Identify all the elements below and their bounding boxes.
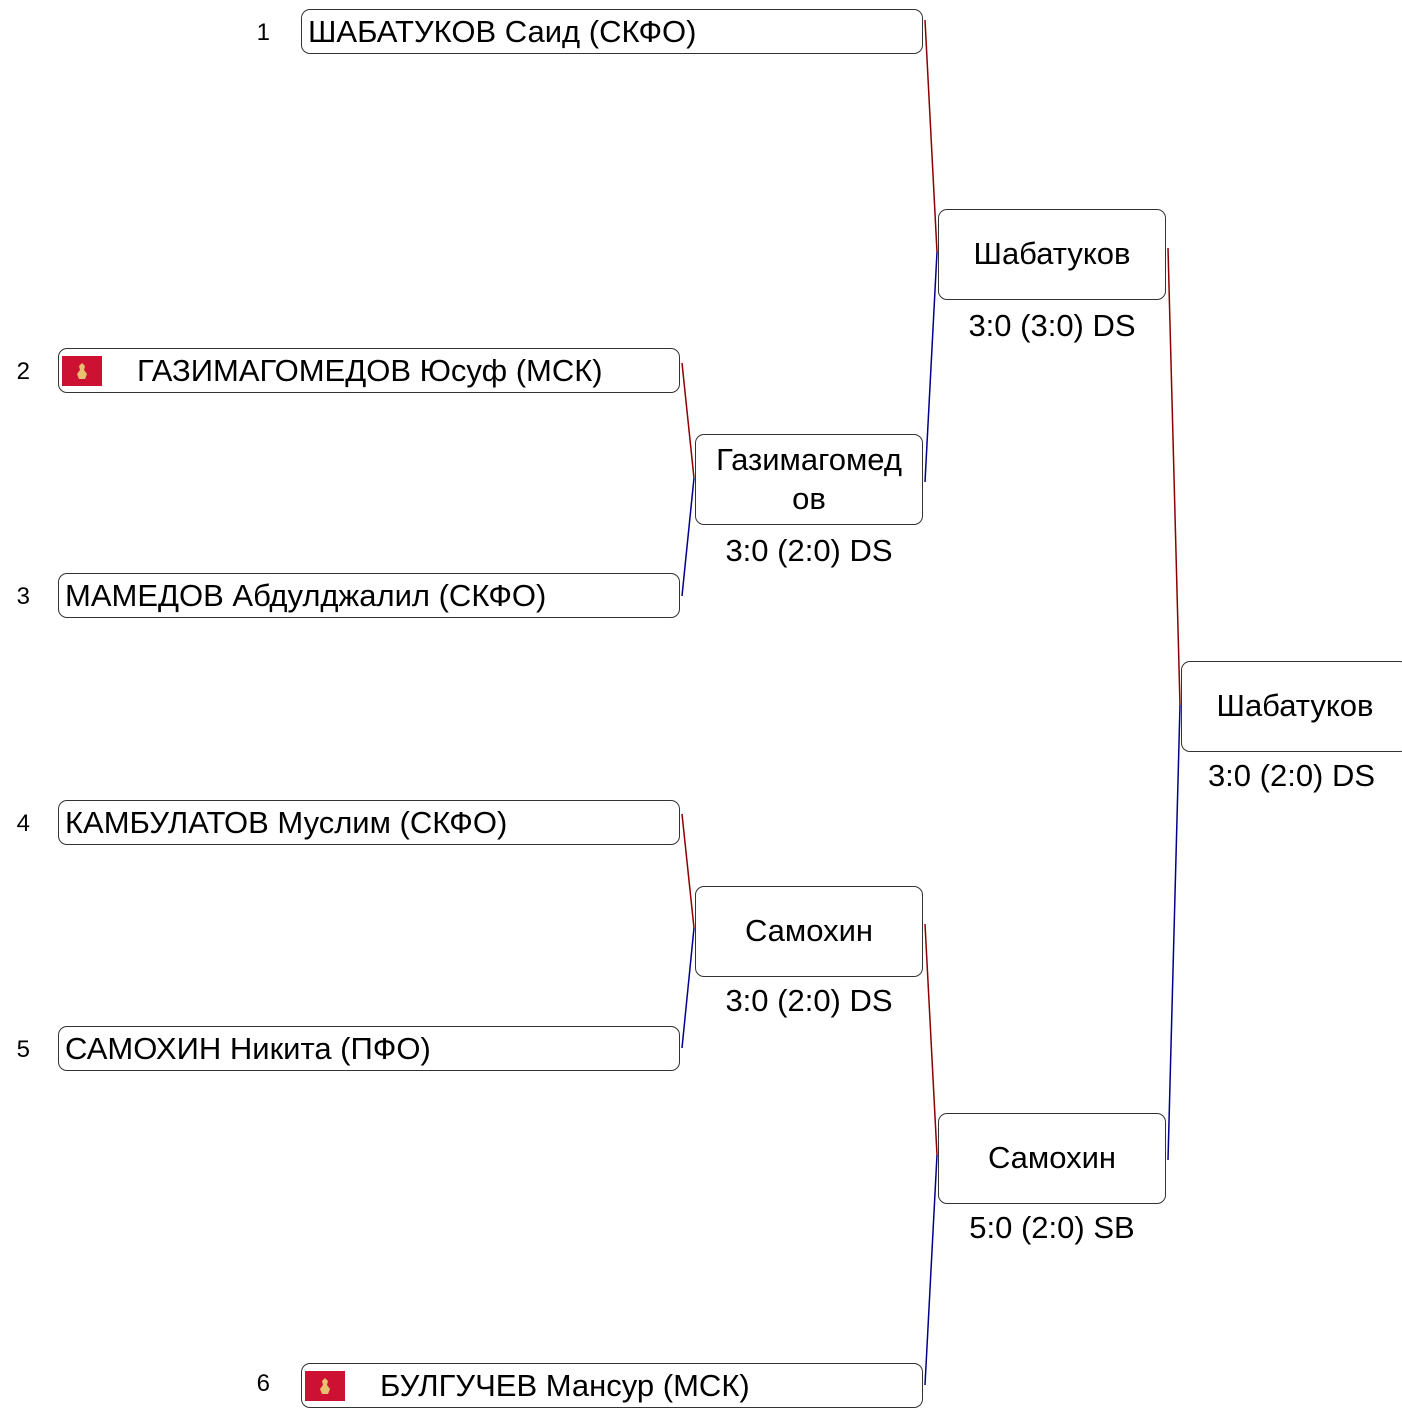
bracket-line-loser <box>1167 704 1181 1161</box>
winner-name: Шабатуков <box>1216 688 1374 724</box>
participant-name: КАМБУЛАТОВ Муслим (СКФО) <box>65 804 508 840</box>
participant-box[interactable]: ШАБАТУКОВ Саид (СКФО) <box>301 9 923 54</box>
seed-number: 6 <box>256 1370 270 1397</box>
match-winner-box[interactable]: Самохин <box>695 886 923 977</box>
match-score: 3:0 (2:0) DS <box>725 533 893 568</box>
match-score: 3:0 (2:0) DS <box>725 983 893 1018</box>
participant-name: БУЛГУЧЕВ Мансур (МСК) <box>380 1367 750 1403</box>
bracket-line-loser <box>681 477 695 597</box>
bracket-line-winner <box>924 19 938 253</box>
bracket-line-loser <box>924 1154 938 1386</box>
final-winner-box[interactable]: Шабатуков <box>1181 661 1402 752</box>
winner-name: Самохин <box>987 1140 1117 1176</box>
seed-number: 5 <box>16 1036 30 1063</box>
seed-number: 4 <box>16 810 30 837</box>
participant-box[interactable]: ГАЗИМАГОМЕДОВ Юсуф (МСК) <box>58 348 680 393</box>
moscow-flag-icon <box>305 1370 345 1401</box>
match-winner-box[interactable]: Шабатуков <box>938 209 1166 300</box>
match-score: 3:0 (2:0) DS <box>1207 758 1376 793</box>
bracket-line-winner <box>1167 247 1181 706</box>
match-score: 3:0 (3:0) DS <box>968 308 1136 343</box>
bracket-line-winner <box>681 813 695 929</box>
participant-name: САМОХИН Никита (ПФО) <box>65 1030 431 1066</box>
participant-box[interactable]: САМОХИН Никита (ПФО) <box>58 1026 680 1071</box>
match-winner-box[interactable]: Самохин <box>938 1113 1166 1204</box>
bracket-line-loser <box>681 927 695 1049</box>
participant-box[interactable]: МАМЕДОВ Абдулджалил (СКФО) <box>58 573 680 618</box>
bracket-line-loser <box>924 251 938 483</box>
participant-name: ШАБАТУКОВ Саид (СКФО) <box>308 13 697 49</box>
moscow-flag-icon <box>62 355 102 386</box>
match-winner-box[interactable]: Газимагомед ов <box>695 434 923 525</box>
winner-name: Самохин <box>744 913 874 949</box>
participant-name: ГАЗИМАГОМЕДОВ Юсуф (МСК) <box>137 352 603 388</box>
match-score: 5:0 (2:0) SB <box>969 1210 1135 1245</box>
seed-number: 2 <box>16 358 30 385</box>
bracket-line-winner <box>924 923 938 1156</box>
participant-box[interactable]: БУЛГУЧЕВ Мансур (МСК) <box>301 1363 923 1408</box>
participant-box[interactable]: КАМБУЛАТОВ Муслим (СКФО) <box>58 800 680 845</box>
participant-name: МАМЕДОВ Абдулджалил (СКФО) <box>65 577 547 613</box>
winner-name: Шабатуков <box>973 236 1131 272</box>
seed-number: 3 <box>16 583 30 610</box>
seed-number: 1 <box>256 19 270 46</box>
bracket-line-winner <box>681 362 695 479</box>
winner-name: Газимагомед ов <box>716 441 902 516</box>
